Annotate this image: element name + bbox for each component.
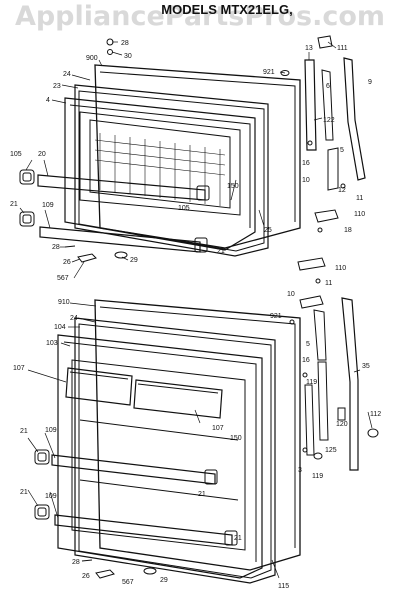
callout: 5 [306, 341, 310, 348]
callout: 111 [337, 45, 348, 52]
callout: 21 [20, 489, 28, 496]
watermark: AppliancePartsPros.com [14, 1, 386, 32]
callout: 20 [38, 151, 46, 158]
callout: 26 [63, 259, 71, 266]
callout: 11 [356, 195, 363, 202]
callout: 5 [340, 147, 344, 154]
callout: 10 [302, 177, 310, 184]
callout: 104 [54, 324, 66, 331]
callout: 567 [122, 579, 134, 586]
callout: 21 [198, 491, 206, 498]
callout: 25 [264, 227, 272, 234]
callout: 109 [42, 202, 54, 209]
callout: 13 [305, 45, 313, 52]
callout: 107 [212, 425, 224, 432]
callout: 115 [278, 583, 289, 590]
callout: 910 [58, 299, 70, 306]
callout: 119 [306, 379, 317, 386]
callout: 26 [82, 573, 90, 580]
callout: 110 [354, 211, 365, 218]
callout: 6 [326, 83, 330, 90]
callout: 21 [234, 535, 242, 542]
callout: 107 [13, 365, 25, 372]
callout: 16 [302, 160, 310, 167]
callout: 24 [63, 71, 71, 78]
callout: 28 [52, 244, 60, 251]
callout: 23 [53, 83, 61, 90]
freezer-door-assembly [19, 35, 366, 263]
callout: 120 [336, 421, 348, 428]
callout: 16 [302, 357, 310, 364]
callout: 24 [70, 315, 78, 322]
callout: 21 [217, 248, 225, 255]
callout: 125 [325, 447, 337, 454]
part-callouts: 28 30 900 921 24 23 4 13 111 6 9 122 16 … [10, 40, 381, 590]
callout: 105 [10, 151, 22, 158]
callout: 122 [323, 117, 335, 124]
callout: 105 [178, 205, 190, 212]
callout: 119 [312, 473, 323, 480]
callout: 21 [20, 428, 28, 435]
callout: 567 [57, 275, 69, 282]
callout: 150 [227, 183, 239, 190]
callout: 3 [298, 467, 302, 474]
callout: 109 [45, 493, 57, 500]
callout: 112 [370, 411, 381, 418]
callout: 900 [86, 55, 98, 62]
callout: 29 [160, 577, 168, 584]
callout: 103 [46, 340, 58, 347]
callout: 4 [46, 97, 50, 104]
callout: 18 [344, 227, 352, 234]
callout: 9 [368, 79, 372, 86]
callout: 10 [287, 291, 295, 298]
callout: 11 [325, 280, 332, 287]
fresh-food-door-assembly [34, 257, 379, 584]
callout: 150 [230, 435, 242, 442]
callout: 21 [10, 201, 18, 208]
callout: 921 [263, 69, 275, 76]
callout: 35 [362, 363, 370, 370]
callout: 28 [72, 559, 80, 566]
callout: 921 [270, 313, 282, 320]
callout: 110 [335, 265, 346, 272]
diagram-title: MODELS MTX21ELG, [161, 2, 293, 17]
callout: 109 [45, 427, 57, 434]
callout: 28 [121, 40, 129, 47]
callout: 30 [124, 53, 132, 60]
callout-leaders [19, 41, 373, 579]
callout: 29 [130, 257, 138, 264]
callout: 12 [338, 187, 346, 194]
